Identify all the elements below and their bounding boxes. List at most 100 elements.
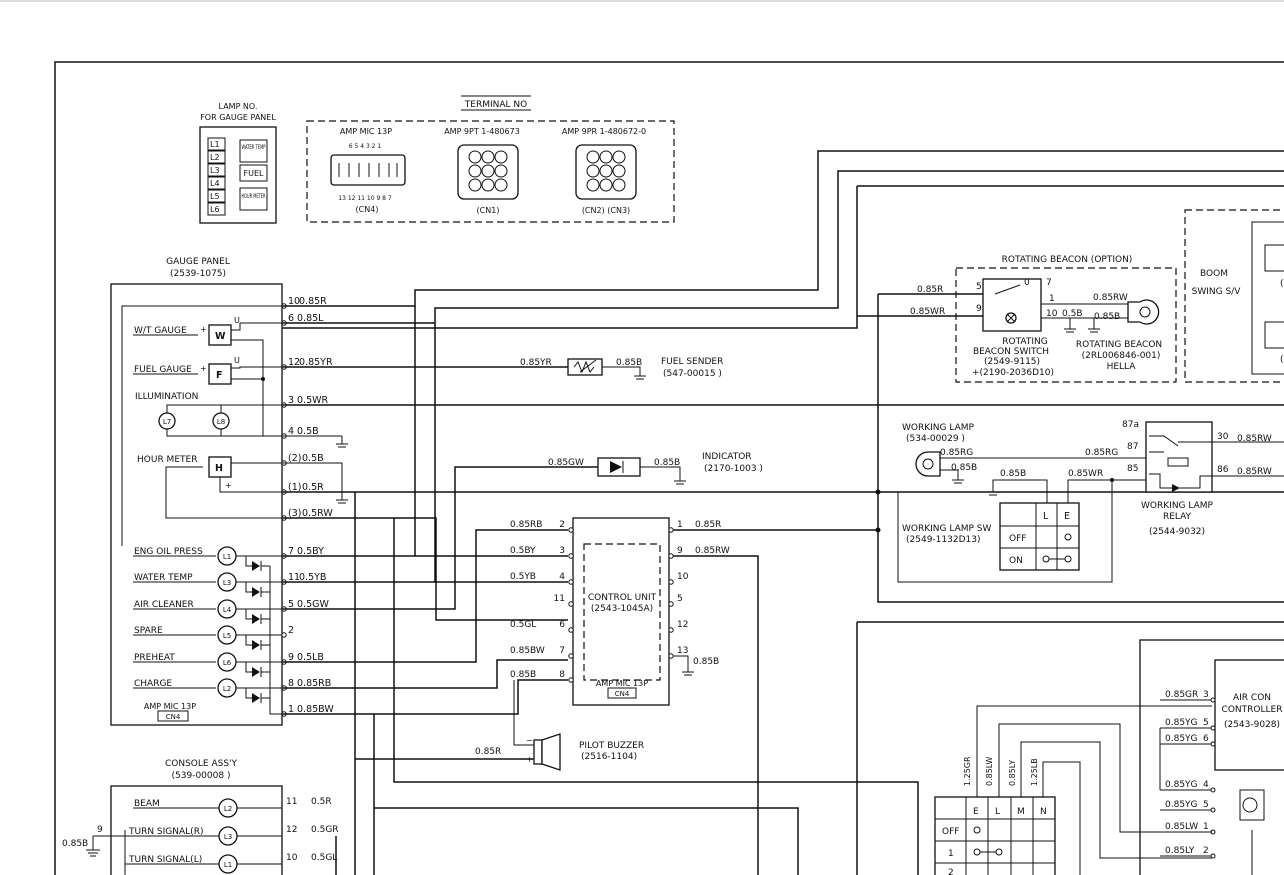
- cu-left-wire: 0.5GL: [510, 620, 536, 630]
- aircon-line1: AIR CON: [1233, 693, 1271, 703]
- gauge-pin-number: 6: [288, 313, 294, 324]
- relay-pin-87a: 87a: [1122, 420, 1139, 430]
- legend-l2: L2: [210, 153, 220, 162]
- indicator-part: (2170-1003 ): [704, 464, 763, 474]
- warning-lamp-label: L4: [223, 606, 232, 614]
- aircon-terminal: [1210, 741, 1216, 747]
- aircon-terminal: [1210, 807, 1216, 813]
- fan-row-1: 1: [948, 849, 954, 859]
- cu-right-terminal: [668, 553, 674, 559]
- console-part: (539-00008 ): [172, 771, 231, 781]
- relay-label2: RELAY: [1163, 512, 1192, 522]
- warning-lamp-label: L3: [223, 579, 231, 587]
- cu-left-wire: 0.85BW: [510, 646, 545, 656]
- fan-wire-labels: 1.25GR 0.85LW 0.85LY 1.25LB: [963, 756, 1039, 786]
- cu-left-terminal: [568, 627, 574, 633]
- aircon-terminal: [1210, 853, 1216, 859]
- aircon-wire-pin: 5: [1203, 718, 1209, 728]
- lamp-legend-title1: LAMP NO.: [219, 102, 258, 111]
- drawing-frame: [54, 61, 1284, 875]
- diode-icon: [252, 667, 260, 677]
- control-unit-amp: AMP MIC 13P: [596, 679, 648, 688]
- indicator: 0.85GW 0.85B INDICATOR (2170-1003 ): [548, 452, 763, 485]
- aircon-terminal: [1210, 725, 1216, 731]
- terminal-amp9pt: AMP 9PT 1-480673: [444, 127, 520, 136]
- relay-pin-30: 30: [1217, 432, 1229, 442]
- aircon-terminal: [1210, 697, 1216, 703]
- lamp-legend-title2: FOR GAUGE PANEL: [200, 113, 276, 122]
- beacon-sw-part2: +(2190-2036D10): [972, 368, 1054, 378]
- cu-left-pin: 7: [559, 646, 565, 656]
- wl-sw-row-on: ON: [1009, 556, 1023, 566]
- console-ground-pin: 9: [97, 825, 103, 835]
- aircon-wire-pin: 3: [1203, 690, 1209, 700]
- cu-right-pin: 5: [677, 594, 683, 604]
- indicator-label: INDICATOR: [702, 452, 752, 462]
- water-temp-label: WATER TEMP: [134, 573, 193, 583]
- gauge-pin-wire: 0.5R: [302, 482, 324, 493]
- aircon-wire-pin: 4: [1203, 780, 1209, 790]
- gauge-pin-number: 11: [288, 572, 300, 583]
- cu-left-pin: 2: [559, 520, 565, 530]
- fuel-gauge-label: FUEL GAUGE: [134, 365, 192, 375]
- terminal-amp9pr: AMP 9PR 1-480672-0: [562, 127, 646, 136]
- beacon-wire-rw: 0.85RW: [1093, 293, 1128, 303]
- fuel-sender-wire-in: 0.85YR: [520, 358, 552, 368]
- wl-sw-row-off: OFF: [1009, 534, 1026, 544]
- buzzer-label: PILOT BUZZER: [579, 741, 644, 751]
- cu-right-wire: 0.85B: [693, 657, 719, 667]
- gauge-panel-title: GAUGE PANEL: [166, 257, 230, 267]
- working-lamp: WORKING LAMP (534-00029 ) 0.85RG 0.85B 0…: [875, 423, 1149, 583]
- cu-left-wire: 0.5YB: [510, 572, 536, 582]
- cu-right-terminal: [668, 627, 674, 633]
- diode-icon: [252, 561, 260, 571]
- console-turn-r-label: TURN SIGNAL(R): [128, 827, 203, 837]
- air-cleaner-label: AIR CLEANER: [134, 600, 194, 610]
- svg-text:F: F: [216, 370, 223, 381]
- buzzer-part: (2516-1104): [581, 752, 637, 762]
- diode-icon: [252, 614, 260, 624]
- preheat-label: PREHEAT: [134, 653, 175, 663]
- legend-l4: L4: [210, 179, 220, 188]
- aircon-part: (2543-9028): [1224, 720, 1280, 730]
- gauge-pin-number: 7: [288, 546, 294, 557]
- cu-left-wire: 0.5BY: [510, 546, 536, 556]
- aircon-wire-label: 0.85YG: [1165, 800, 1198, 810]
- fan-wire-4: 1.25LB: [1030, 758, 1039, 786]
- relay-pin-87: 87: [1127, 442, 1138, 452]
- cu-right-terminal: [668, 653, 674, 659]
- console-pin-11: 11: [286, 797, 297, 807]
- gauge-pin-wire: 0.85L: [297, 313, 324, 324]
- wl-sw-label: WORKING LAMP SW: [902, 524, 992, 534]
- working-lamp-wire-wr: 0.85WR: [1068, 469, 1103, 479]
- gauge-pin-wire: 0.85RB: [297, 678, 331, 689]
- diode-icon: [252, 640, 260, 650]
- working-lamp-part: (534-00029 ): [906, 434, 965, 444]
- gauge-panel-part: (2539-1075): [170, 269, 226, 279]
- svg-text:H: H: [215, 463, 223, 474]
- working-lamp-wire-b: 0.85B: [951, 463, 977, 473]
- fan-wire-1: 1.25GR: [963, 756, 972, 786]
- legend-fuel: FUEL: [244, 169, 265, 178]
- boom-line2: SWING S/V: [1192, 287, 1242, 297]
- cu-left-terminal: [568, 653, 574, 659]
- gauge-pin-wire: 0.5LB: [297, 652, 324, 663]
- gauge-pin-number: (2): [288, 453, 301, 464]
- fan-wire-3: 0.85LY: [1008, 760, 1017, 786]
- hour-meter-label: HOUR METER: [137, 455, 197, 465]
- working-lamp-wire-b2: 0.85B: [1000, 469, 1026, 479]
- cu-right-wire: 0.85RW: [695, 546, 730, 556]
- fan-switch: E L M N OFF 1 2 1.25GR 0.85LW 0.85LY 1.2…: [934, 705, 1212, 875]
- aircon-wire-pin: 2: [1203, 846, 1209, 856]
- console-wire-10: 0.5GL: [311, 853, 337, 863]
- beacon-label: ROTATING BEACON: [1076, 340, 1162, 350]
- gauge-pin-number: 2: [288, 625, 294, 636]
- aircon-wire-label: 0.85YG: [1165, 734, 1198, 744]
- charge-label: CHARGE: [134, 679, 172, 689]
- cu-right-pin: 10: [677, 572, 689, 582]
- warning-lamp-label: L1: [223, 553, 231, 561]
- wl-sw-part: (2549-1132D13): [906, 535, 980, 545]
- aircon-line2: CONTROLLER: [1222, 705, 1283, 715]
- boom-swing-sv: BOOM SWING S/V ( (: [1184, 209, 1284, 383]
- svg-text:−: −: [526, 736, 533, 745]
